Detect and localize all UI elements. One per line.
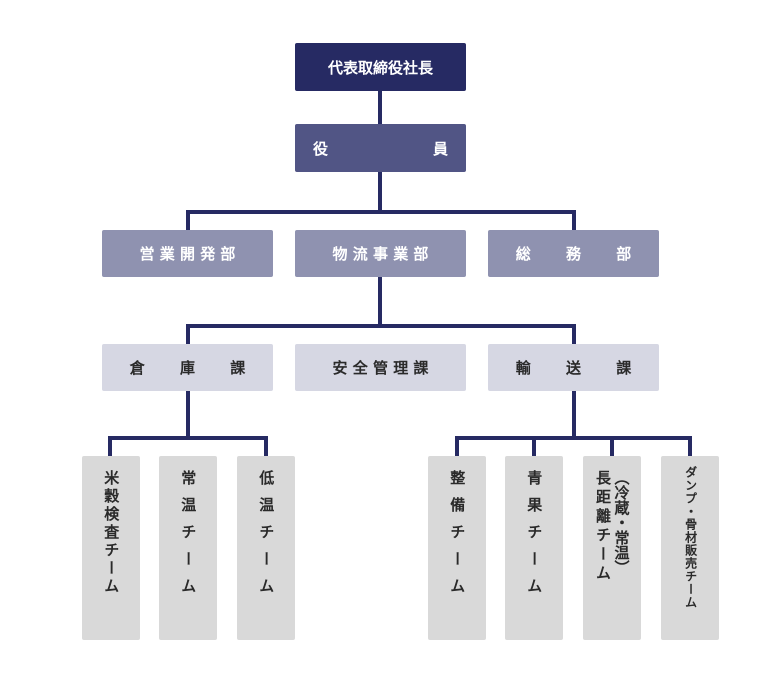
warehouse-section-box: 倉 庫 課: [102, 344, 273, 391]
dump-aggregate-sales-team-label: ダンプ・骨材販売チーム: [683, 466, 698, 609]
ambient-team-label: 常温チーム: [179, 470, 198, 605]
officers-label: 役 員: [312, 139, 448, 158]
ceo-label: 代表取締役社長: [327, 58, 433, 77]
safety-management-section-label: 安 全 管 理 課: [332, 359, 429, 377]
long-distance-team-box: 長距離チーム （冷蔵・常温）: [583, 456, 641, 640]
transport-section-label: 輸 送 課: [515, 359, 632, 377]
logistics-department-box: 物 流 事 業 部: [295, 230, 466, 277]
warehouse-section-label: 倉 庫 課: [129, 359, 246, 377]
rice-inspection-team-label: 米穀検査チーム: [102, 470, 121, 596]
general-affairs-department-box: 総 務 部: [488, 230, 659, 277]
long-distance-team-label: 長距離チーム: [594, 470, 612, 584]
general-affairs-department-label: 総 務 部: [515, 245, 632, 263]
long-distance-team-note: （冷蔵・常温）: [612, 470, 631, 575]
maintenance-team-box: 整備チーム: [428, 456, 486, 640]
officers-box: 役 員: [295, 124, 466, 172]
produce-team-box: 青果チーム: [505, 456, 563, 640]
produce-team-label: 青果チーム: [525, 470, 544, 605]
ambient-team-box: 常温チーム: [159, 456, 217, 640]
rice-inspection-team-box: 米穀検査チーム: [82, 456, 140, 640]
cold-team-box: 低温チーム: [237, 456, 295, 640]
maintenance-team-label: 整備チーム: [448, 470, 467, 605]
cold-team-label: 低温チーム: [257, 470, 276, 605]
safety-management-section-box: 安 全 管 理 課: [295, 344, 466, 391]
sales-department-box: 営 業 開 発 部: [102, 230, 273, 277]
dump-aggregate-sales-team-box: ダンプ・骨材販売チーム: [661, 456, 719, 640]
logistics-department-label: 物 流 事 業 部: [332, 245, 429, 263]
sales-department-label: 営 業 開 発 部: [139, 245, 236, 263]
transport-section-box: 輸 送 課: [488, 344, 659, 391]
ceo-box: 代表取締役社長: [295, 43, 466, 91]
